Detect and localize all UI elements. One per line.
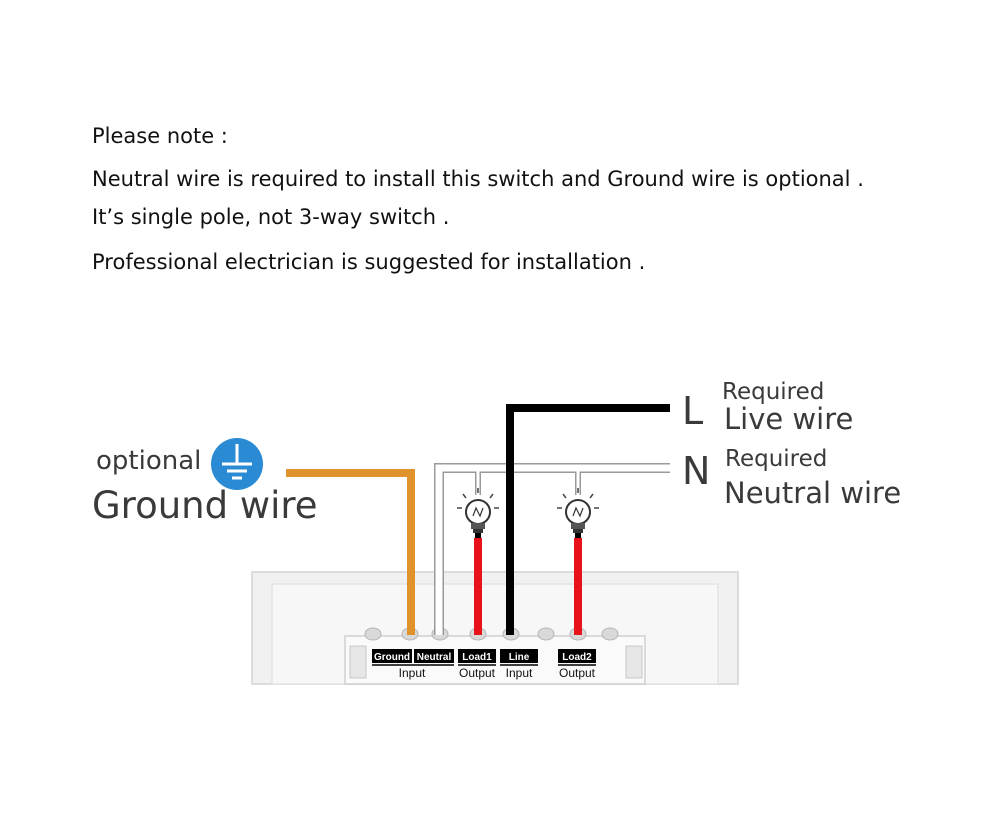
terminal-load1-label: Load1 [462,652,492,663]
input-label-line: Input [506,666,533,680]
terminal-labels: Ground Neutral Load1 Line Load2 Input Ou… [372,649,596,680]
ground-wire [286,469,415,635]
bulb-icon [457,488,499,538]
live-required-label: Required [722,379,824,405]
neutral-wire-label: Neutral wire [724,476,901,510]
ground-wire-label: Ground wire [92,484,318,527]
live-letter: L [682,389,703,433]
neutral-required-label: Required [725,446,827,472]
output-label-load1: Output [459,666,496,680]
input-label-ground-neutral: Input [399,666,426,680]
wires [286,404,670,635]
note-professional: Professional electrician is suggested fo… [92,250,646,274]
terminal-load2-label: Load2 [562,652,592,663]
ground-optional-label: optional [96,446,201,476]
terminal-ground-label: Ground [374,652,410,663]
output-label-load2: Output [559,666,596,680]
live-wire [506,404,670,635]
bulb-icon [557,488,599,538]
note-single-pole: It’s single pole, not 3-way switch . [92,205,450,229]
terminal-line-label: Line [509,652,530,663]
neutral-letter: N [682,449,710,493]
note-neutral-required: Neutral wire is required to install this… [92,167,864,191]
terminal-neutral-label: Neutral [417,652,452,663]
neutral-wire [435,464,670,635]
note-title: Please note : [92,124,228,148]
live-wire-label: Live wire [724,402,853,436]
ground-symbol-icon [211,438,263,490]
